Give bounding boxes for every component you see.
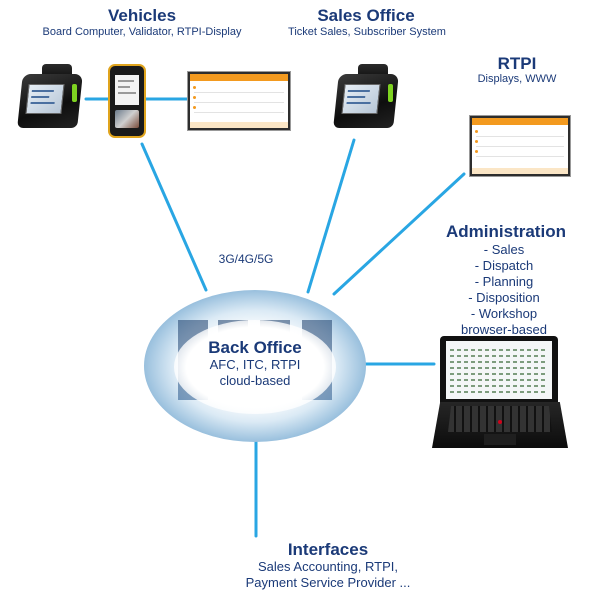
board-computer-icon xyxy=(17,62,84,132)
line-rtpi-backoffice xyxy=(332,172,466,296)
admin-item-planning: - Planning xyxy=(474,274,534,289)
vehicles-subtitle: Board Computer, Validator, RTPI-Display xyxy=(42,26,242,38)
back-office-cloud xyxy=(144,290,366,442)
ticket-terminal-icon xyxy=(333,62,400,132)
interfaces-title: Interfaces xyxy=(287,540,369,559)
back-office-line1: AFC, ITC, RTPI xyxy=(209,357,301,372)
sales-office-title: Sales Office xyxy=(317,6,415,25)
admin-item-dispatch: - Dispatch xyxy=(474,258,534,273)
rtpi-subtitle: Displays, WWW xyxy=(477,73,557,85)
rtpi-display-icon xyxy=(470,116,570,176)
interfaces-line2: Payment Service Provider ... xyxy=(245,575,411,590)
back-office-title: Back Office xyxy=(208,338,302,357)
admin-item-disposition: - Disposition xyxy=(468,290,540,305)
line-sales-backoffice xyxy=(306,138,356,294)
back-office-line2: cloud-based xyxy=(219,373,291,388)
admin-note: browser-based xyxy=(461,322,547,337)
admin-item-sales: - Sales xyxy=(483,242,525,257)
line-vehicles-backoffice xyxy=(140,142,208,292)
vehicle-rtpi-display-icon xyxy=(188,72,290,130)
interfaces-line1: Sales Accounting, RTPI, xyxy=(258,559,398,574)
network-label: 3G/4G/5G xyxy=(218,252,274,266)
sales-office-subtitle: Ticket Sales, Subscriber System xyxy=(288,26,446,38)
administration-title: Administration xyxy=(446,222,566,241)
vehicles-title: Vehicles xyxy=(107,6,177,25)
rtpi-title: RTPI xyxy=(497,54,537,73)
admin-item-workshop: - Workshop xyxy=(470,306,538,321)
validator-icon xyxy=(108,64,146,138)
laptop-icon xyxy=(432,336,568,450)
